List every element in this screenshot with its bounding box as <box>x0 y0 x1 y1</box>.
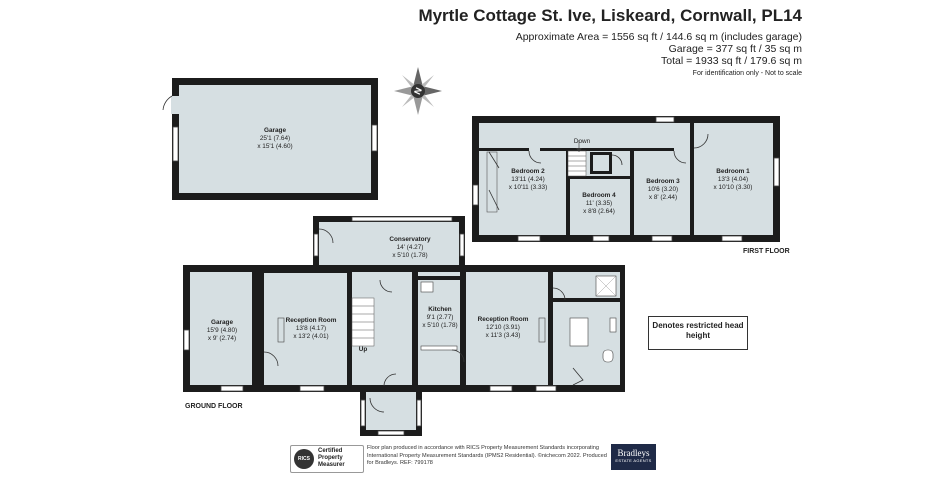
scale-disclaimer: For identification only - Not to scale <box>692 70 802 77</box>
room-dimension: 13'8 (4.17) <box>296 325 326 332</box>
room-dimension: x 10'11 (3.33) <box>509 184 547 191</box>
stairs-down-label: Down <box>574 138 591 145</box>
detached-garage: Garage 25'1 (7.64) x 15'1 (4.60) <box>162 78 378 200</box>
ground-floor-plan: Up Conservatory 14' (4.27) x 5'10 (1. <box>183 216 625 436</box>
stairs-up-label: Up <box>359 346 368 353</box>
logo-name: Bradleys <box>617 448 650 458</box>
approximate-area: Approximate Area = 1556 sq ft / 144.6 sq… <box>515 31 802 43</box>
room-dimension: 12'10 (3.91) <box>486 324 520 331</box>
ground-floor-label: GROUND FLOOR <box>185 403 243 410</box>
total-area: Total = 1933 sq ft / 179.6 sq m <box>661 55 802 67</box>
room-name: Reception Room <box>478 316 529 323</box>
room-name: Bedroom 1 <box>716 168 750 175</box>
room-dimension: 11' (3.35) <box>586 200 612 207</box>
room-name: Bedroom 2 <box>511 168 545 175</box>
garage-area: Garage = 377 sq ft / 35 sq m <box>668 43 802 55</box>
room-dimension: 15'9 (4.80) <box>207 327 237 334</box>
room-name: Reception Room <box>286 317 337 324</box>
first-floor-plan: Down Bedroom 2 13'11 (4.24) x 10'11 (3.3… <box>472 116 780 242</box>
rics-logo-icon: RICS <box>294 449 314 469</box>
compass-icon: N <box>394 67 442 115</box>
room-name: Garage <box>264 127 286 134</box>
room-dimension: x 5'10 (1.78) <box>392 252 427 259</box>
logo-subtitle: ESTATE AGENTS <box>615 458 652 463</box>
room-dimension: x 5'10 (1.78) <box>422 322 457 329</box>
room-dimension: x 10'10 (3.30) <box>714 184 753 191</box>
restricted-height-legend: Denotes restricted head height <box>648 316 748 350</box>
room-name: Bedroom 3 <box>646 178 680 185</box>
first-floor-label: FIRST FLOOR <box>743 248 790 255</box>
page-title: Myrtle Cottage St. Ive, Liskeard, Cornwa… <box>418 6 802 25</box>
room-name: Conservatory <box>389 236 431 243</box>
measurement-footnote: Floor plan produced in accordance with R… <box>367 445 607 466</box>
rics-text: Certified Property Measurer <box>318 448 345 468</box>
room-dimension: 13'3 (4.04) <box>718 176 748 183</box>
room-name: Bedroom 4 <box>582 192 616 199</box>
room-dimension: x 13'2 (4.01) <box>293 333 328 340</box>
room-dimension: 9'1 (2.77) <box>427 314 454 321</box>
room-dimension: x 8' (2.44) <box>649 194 677 201</box>
stairs-down <box>567 140 587 177</box>
room-dimension: x 8'8 (2.64) <box>583 208 615 215</box>
room-dimension: 10'6 (3.20) <box>648 186 678 193</box>
area-summary: Approximate Area = 1556 sq ft / 144.6 sq… <box>516 31 802 67</box>
room-dimension: 25'1 (7.64) <box>260 135 290 142</box>
room-name: Kitchen <box>428 306 452 313</box>
room-dimension: 13'11 (4.24) <box>511 176 544 183</box>
rics-certified-badge: RICS Certified Property Measurer <box>290 445 364 473</box>
room-name: Garage <box>211 319 233 326</box>
room-dimension: 14' (4.27) <box>397 244 424 251</box>
compass-north-label: N <box>412 86 424 96</box>
room-dimension: x 11'3 (3.43) <box>486 332 521 339</box>
room-dimension: x 9' (2.74) <box>208 335 236 342</box>
bradleys-logo: Bradleys ESTATE AGENTS <box>611 444 656 470</box>
room-dimension: x 15'1 (4.60) <box>257 143 292 150</box>
